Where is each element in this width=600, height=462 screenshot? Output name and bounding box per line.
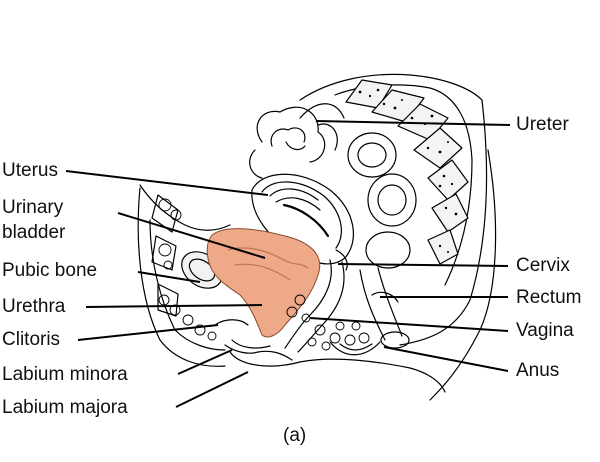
uterus-shape: [251, 173, 354, 265]
leader-lines: [65, 120, 511, 408]
urinary-bladder-shape: [206, 228, 321, 338]
sacrum-spine: [299, 73, 488, 346]
figure-caption: (a): [283, 425, 307, 446]
label-ureter: Ureter: [516, 114, 569, 135]
label-cervix: Cervix: [516, 255, 570, 276]
label-labium-minora: Labium minora: [2, 364, 128, 385]
label-labium-majora: Labium majora: [2, 397, 128, 418]
vagina-cervix: [284, 249, 348, 353]
label-urinary-bladder-line1: Urinary bladder: [2, 195, 65, 245]
label-anus: Anus: [516, 360, 560, 381]
external-genitalia: [214, 319, 446, 393]
fat-lobules-lower: [286, 294, 370, 351]
label-clitoris: Clitoris: [2, 329, 61, 350]
anus-region: [329, 331, 410, 356]
label-uterus: Uterus: [2, 160, 58, 181]
abdominal-wall: [137, 184, 231, 367]
label-urethra: Urethra: [2, 296, 66, 317]
label-pubic-bone: Pubic bone: [2, 260, 98, 281]
label-urinary-bladder: Urinary bladder: [2, 197, 66, 243]
label-vagina: Vagina: [516, 320, 574, 341]
rectum-colon: [347, 132, 417, 341]
intestines: [249, 103, 345, 179]
label-rectum: Rectum: [516, 287, 582, 308]
back-skin: [429, 149, 497, 401]
